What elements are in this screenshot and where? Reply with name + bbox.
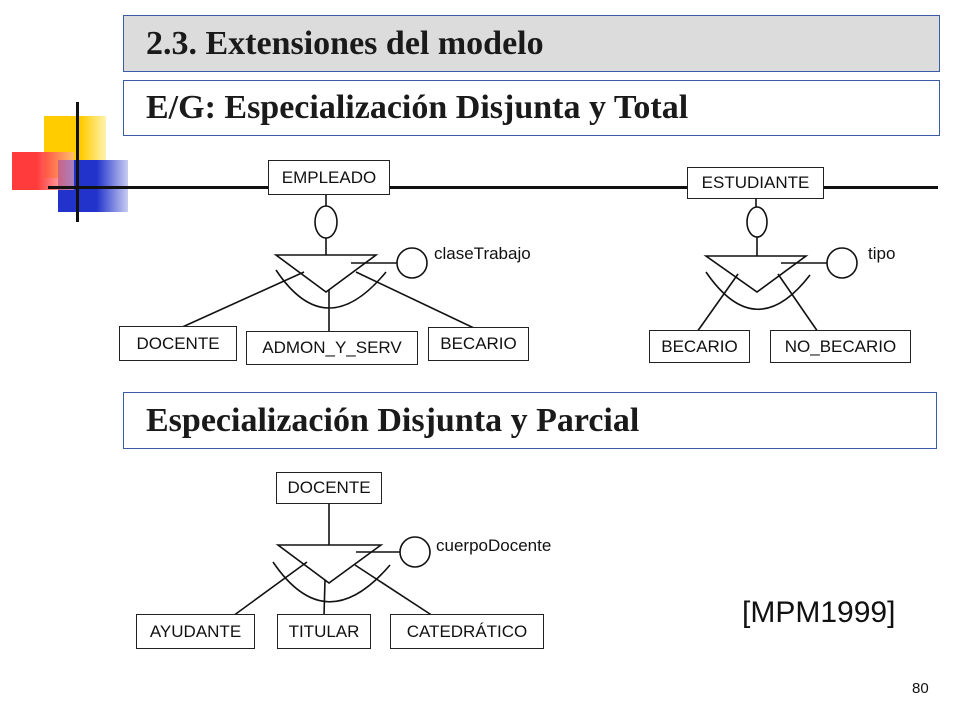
entity-ayudante: AYUDANTE [136, 614, 255, 649]
d3-line-ayudante [232, 561, 308, 617]
section-title-total-text: E/G: Especialización Disjunta y Total [146, 89, 689, 126]
slide-title-text: 2.3. Extensiones del modelo [146, 24, 544, 62]
reference-citation: [MPM1999] [742, 596, 896, 629]
decor-vertical-line [76, 102, 79, 222]
d2-line-no-becario [777, 273, 819, 333]
entity-becario-estudiante: BECARIO [649, 330, 750, 363]
entity-empleado: EMPLEADO [268, 160, 390, 195]
d3-line-titular [323, 579, 326, 617]
d3-disjoint-triangle [275, 544, 384, 584]
decor-horizontal-line [48, 186, 938, 189]
section-title-total: E/G: Especialización Disjunta y Total [123, 80, 940, 136]
d1-total-ellipse [314, 205, 338, 239]
discriminator-label-clasetrabajo: claseTrabajo [434, 244, 531, 263]
discriminator-label-tipo: tipo [868, 244, 896, 263]
discriminator-label-cuerpodocente: cuerpoDocente [436, 536, 552, 555]
d3-discriminator-circle [399, 536, 431, 568]
entity-titular: TITULAR [277, 614, 371, 649]
entity-estudiante: ESTUDIANTE [687, 167, 824, 199]
d2-arc [705, 271, 811, 310]
d1-line-becario [355, 271, 477, 330]
entity-catedratico: CATEDRÁTICO [390, 614, 544, 649]
decor-red-square [12, 152, 74, 190]
entity-docente-superclass: DOCENTE [276, 472, 382, 504]
entity-no-becario: NO_BECARIO [770, 330, 911, 363]
d1-line-docente [177, 271, 305, 330]
page-number: 80 [912, 680, 929, 697]
section-title-partial: Especialización Disjunta y Parcial [123, 392, 937, 449]
section-title-partial-text: Especialización Disjunta y Parcial [146, 401, 640, 439]
slide-title: 2.3. Extensiones del modelo [123, 15, 940, 72]
entity-docente: DOCENTE [119, 326, 237, 361]
entity-admon-y-serv: ADMON_Y_SERV [246, 331, 418, 365]
d1-discriminator-circle [396, 247, 428, 279]
d2-disjoint-triangle [703, 255, 809, 293]
entity-becario: BECARIO [428, 327, 529, 361]
d3-line-catedratico [354, 564, 434, 617]
d2-total-ellipse [746, 206, 768, 238]
d2-discriminator-circle [826, 247, 858, 279]
d2-line-becario [696, 273, 739, 333]
